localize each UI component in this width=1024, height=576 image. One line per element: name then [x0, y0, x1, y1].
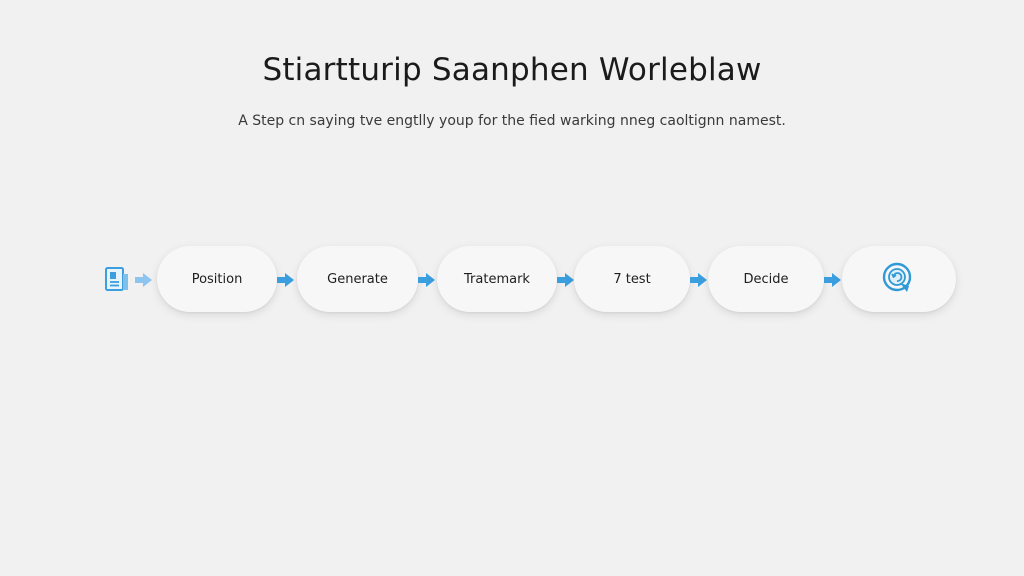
- step-node: Decide: [708, 246, 824, 312]
- target-refresh-icon: [882, 262, 912, 292]
- arrow-icon: [277, 273, 294, 287]
- page-subtitle: A Step cn saying tve engtlly youp for th…: [238, 113, 786, 129]
- step-label: Position: [191, 271, 243, 287]
- step-label: 7 test: [613, 271, 651, 287]
- arrow-icon: [557, 273, 574, 287]
- document-icon: [105, 267, 128, 291]
- step-label: Generate: [327, 271, 388, 287]
- arrow-icon: [824, 273, 841, 287]
- step-label: Decide: [743, 271, 789, 287]
- step-node: Position: [157, 246, 277, 312]
- step-label: Tratemark: [464, 271, 530, 287]
- arrow-icon: [690, 273, 707, 287]
- end-node: [842, 246, 956, 312]
- step-node: Tratemark: [437, 246, 557, 312]
- step-node: Generate: [297, 246, 418, 312]
- arrow-icon: [418, 273, 435, 287]
- page-title: Stiartturip Saanphen Worleblaw: [262, 52, 762, 88]
- arrow-icon: [135, 273, 152, 287]
- step-node: 7 test: [574, 246, 690, 312]
